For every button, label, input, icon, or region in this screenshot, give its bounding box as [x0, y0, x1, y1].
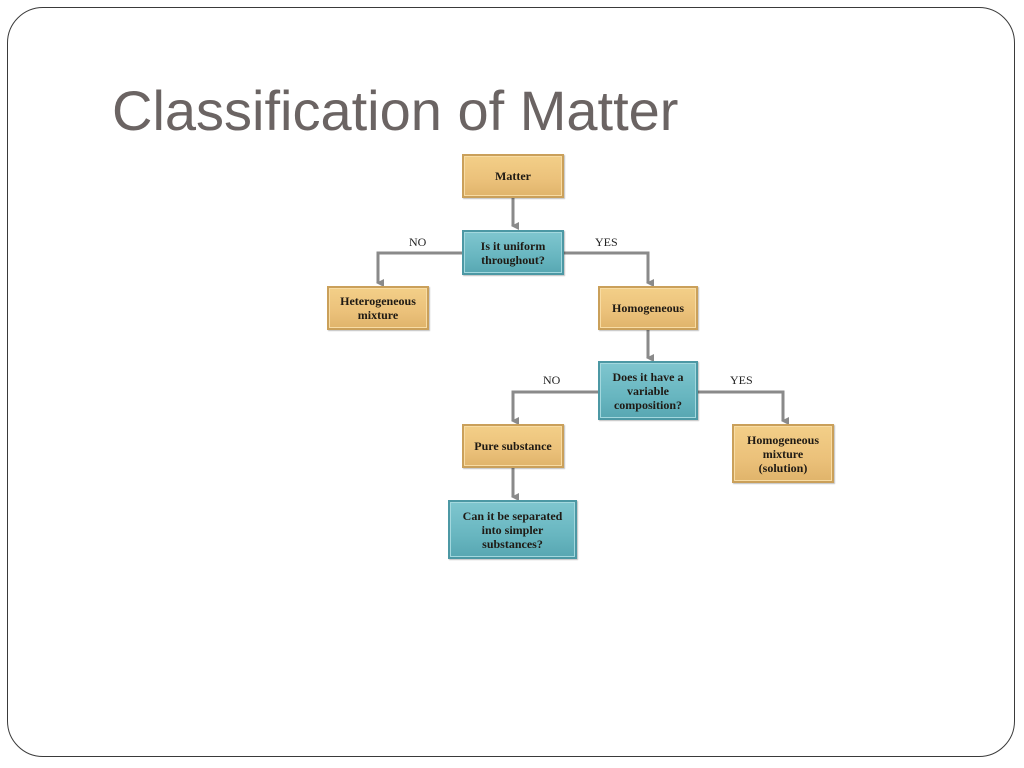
- node-matter: Matter: [462, 154, 564, 198]
- node-variable-composition-question: Does it have a variable composition?: [598, 361, 698, 420]
- node-homogeneous-mixture-solution: Homogeneous mixture (solution): [732, 424, 834, 483]
- edge-label-uniform-yes: YES: [595, 235, 618, 249]
- connector-uniform-yes: [563, 251, 654, 287]
- edge-label-variable-no: NO: [543, 373, 561, 387]
- slide-frame: [7, 7, 1015, 757]
- node-homogeneous: Homogeneous: [598, 286, 698, 330]
- connector-variable-no: [511, 390, 598, 425]
- connector-uniform-no: [376, 251, 462, 287]
- slide-title: Classification of Matter: [112, 79, 679, 142]
- node-uniform-question: Is it uniform throughout?: [462, 230, 564, 275]
- node-pure-substance: Pure substance: [462, 424, 564, 468]
- edge-label-uniform-no: NO: [409, 235, 427, 249]
- node-heterogeneous-mixture: Heterogeneous mixture: [327, 286, 429, 330]
- node-separation-question: Can it be separated into simpler substan…: [448, 500, 577, 559]
- connector-variable-yes: [697, 390, 789, 425]
- edge-label-variable-yes: YES: [730, 373, 753, 387]
